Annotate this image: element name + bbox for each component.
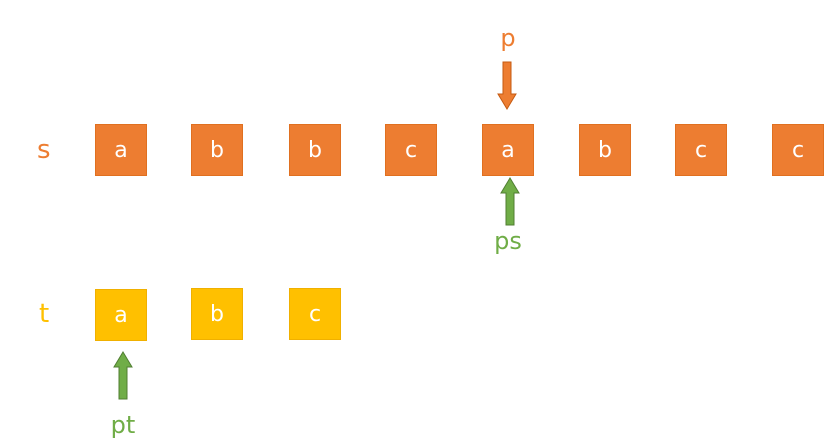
- row-label-s: s: [37, 135, 51, 165]
- pointer-pt-label: pt: [110, 411, 136, 439]
- row-label-t: t: [39, 299, 50, 329]
- pointer-p-label: p: [500, 24, 516, 52]
- s-cell-1: b: [191, 124, 243, 176]
- pointer-ps-arrow-icon: [500, 177, 520, 226]
- s-cell-4: a: [482, 124, 534, 176]
- s-cell-5: b: [579, 124, 631, 176]
- pointer-pt-arrow-icon: [113, 351, 133, 400]
- t-cell-1: b: [191, 288, 243, 340]
- s-cell-7: c: [772, 124, 824, 176]
- s-cell-6: c: [675, 124, 727, 176]
- t-cell-2: c: [289, 288, 341, 340]
- s-cell-3: c: [385, 124, 437, 176]
- s-cell-0: a: [95, 124, 147, 176]
- s-cell-2: b: [289, 124, 341, 176]
- pointer-ps-label: ps: [494, 227, 522, 255]
- t-cell-0: a: [95, 289, 147, 341]
- pointer-p-arrow-icon: [497, 61, 517, 110]
